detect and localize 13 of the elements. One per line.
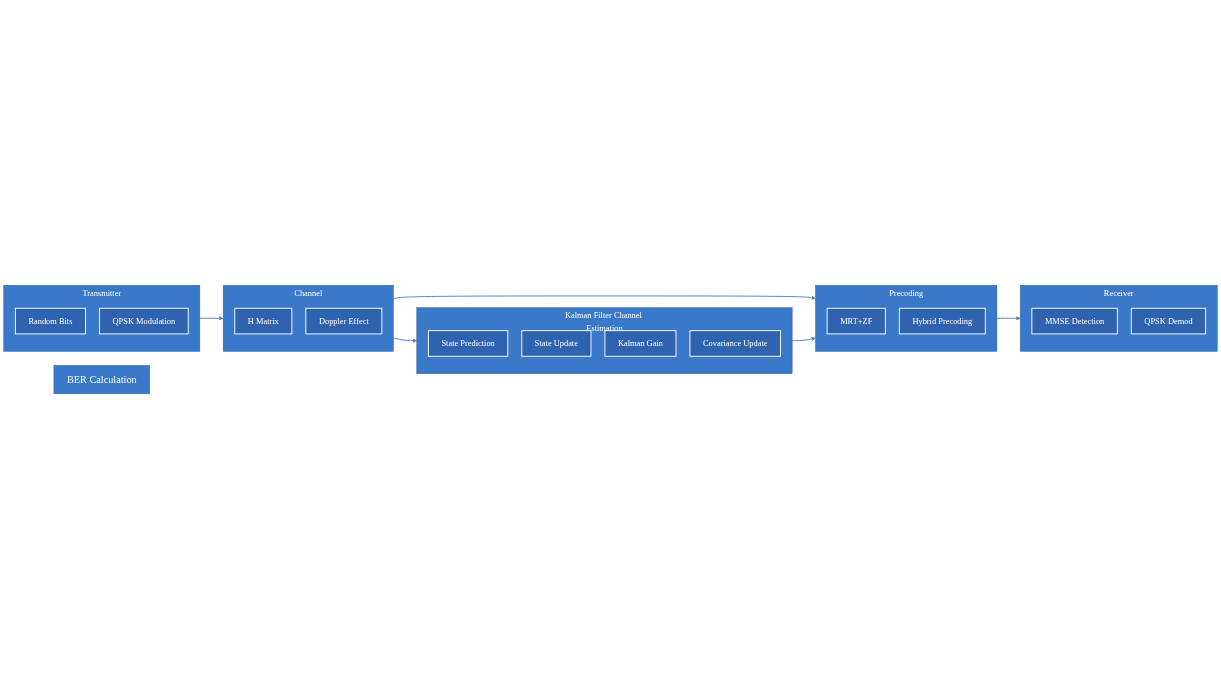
- node-box: BER Calculation: [53, 365, 150, 394]
- node-box: State Update: [521, 330, 592, 357]
- node-box: MMSE Detection: [1031, 307, 1118, 335]
- node-box: QPSK Modulation: [99, 307, 189, 335]
- node-box: MRT+ZF: [826, 307, 886, 335]
- node-box: Random Bits: [14, 307, 86, 335]
- node-box: State Prediction: [427, 330, 509, 357]
- node-box: Kalman Gain: [604, 330, 677, 357]
- node-box: Doppler Effect: [305, 307, 383, 335]
- node-box: H Matrix: [234, 307, 293, 335]
- node-box: Covariance Update: [689, 330, 781, 357]
- node-box: QPSK Demod: [1130, 307, 1207, 335]
- node-box: Hybrid Precoding: [898, 307, 986, 335]
